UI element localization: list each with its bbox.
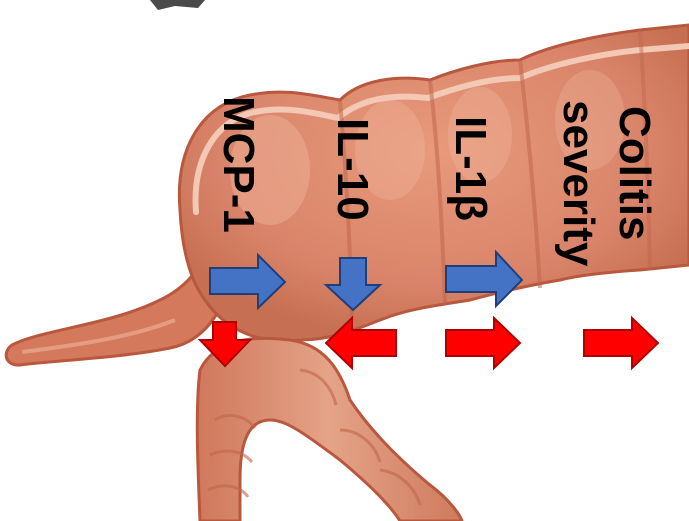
label-severity: severity (556, 100, 600, 266)
il1b-red-arrow-right-icon (446, 318, 520, 368)
label-il10: IL-10 (330, 118, 374, 221)
label-colitis: Colitis (612, 106, 656, 240)
label-mcp1: MCP-1 (216, 96, 260, 233)
colon-lower (197, 338, 462, 521)
dark-fragment (150, 0, 205, 10)
label-il1b: IL-1β (448, 116, 492, 221)
colitis-red-arrow-right-icon (584, 318, 658, 368)
